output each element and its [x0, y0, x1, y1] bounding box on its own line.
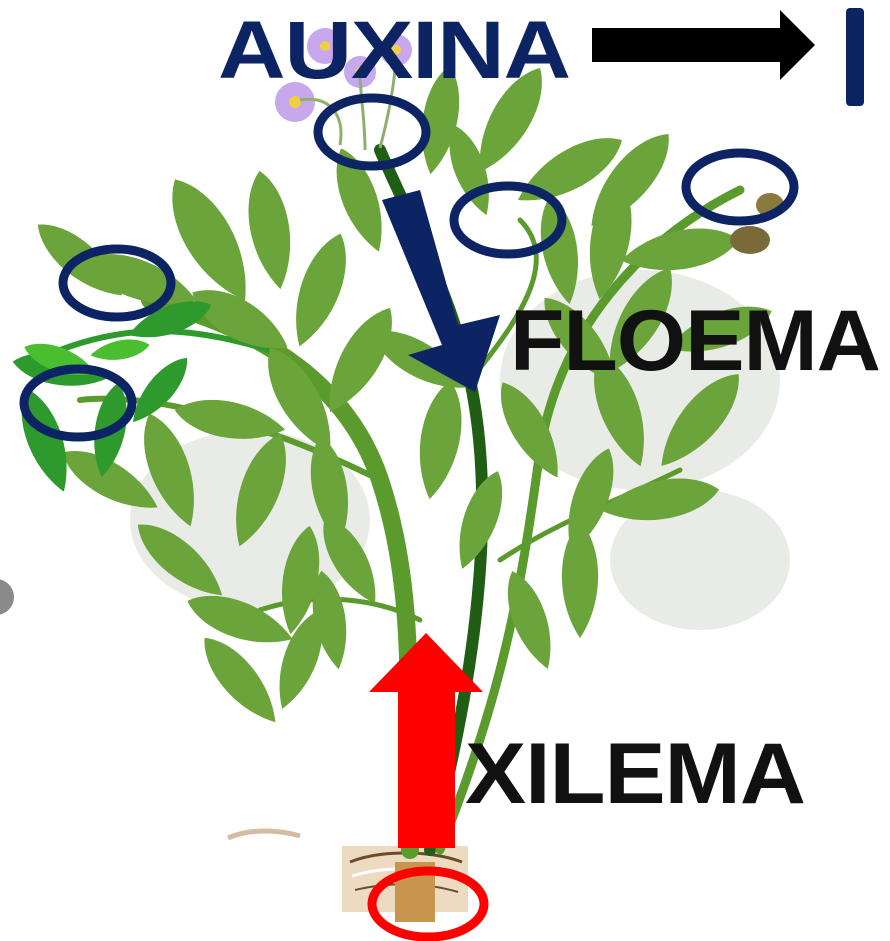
auxina-label: AUXINA [218, 5, 570, 96]
inhibition-bar-icon [846, 8, 864, 106]
xilema-label: XILEMA [465, 726, 805, 822]
floema-label: FLOEMA [510, 293, 880, 389]
marker-ellipse-top [318, 98, 426, 166]
gray-dot [0, 579, 14, 615]
arrow-right-icon [592, 10, 815, 80]
